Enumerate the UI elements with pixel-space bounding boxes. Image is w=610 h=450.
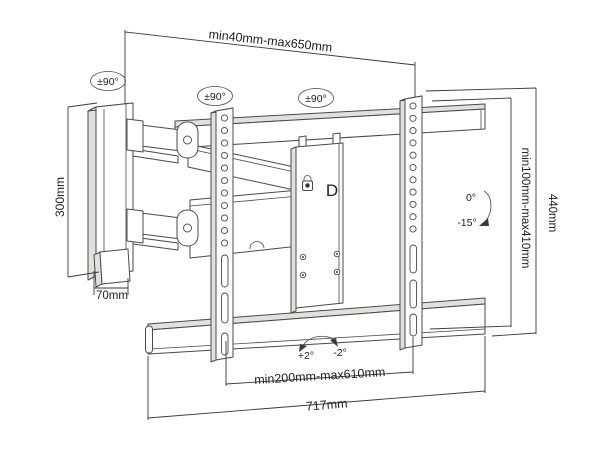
tilt-arrowhead xyxy=(479,218,489,226)
angle-symbols xyxy=(90,71,492,352)
right-rail-slots xyxy=(409,244,417,337)
label-bracket-height: 440mm xyxy=(546,194,558,232)
wall-plate-foot xyxy=(99,248,131,285)
label-vesa-height-range: min100mm-max410mm xyxy=(519,148,531,269)
lock-icon xyxy=(302,175,313,191)
wall-plate xyxy=(87,102,144,288)
brand-logo: D xyxy=(326,181,338,200)
bar-end-cap xyxy=(145,325,153,354)
label-vesa-width-range: min200mm-max610mm xyxy=(254,365,386,387)
level-arrowhead-right xyxy=(330,338,338,347)
label-wall-plate-depth: 70mm xyxy=(96,290,128,302)
center-tv-plate: D xyxy=(290,132,344,314)
label-tilt-down: -15° xyxy=(457,217,476,229)
dimension-lines xyxy=(67,30,537,420)
label-swivel-mid: ±90° xyxy=(204,91,226,103)
swivel-ellipse-mid xyxy=(197,86,233,106)
label-swivel-right: ±90° xyxy=(305,93,327,105)
label-level-plus: +2° xyxy=(298,350,314,362)
left-rail-slots xyxy=(221,254,229,356)
label-extension-range: min40mm-max650mm xyxy=(208,27,333,55)
label-total-width: 717mm xyxy=(305,396,348,413)
lower-hinge-tab xyxy=(126,208,144,244)
left-rail-holes xyxy=(220,114,229,247)
right-tv-rail xyxy=(399,95,423,351)
right-rail-holes xyxy=(409,102,417,233)
level-arrowhead-left xyxy=(299,344,307,352)
left-tv-rail xyxy=(210,107,234,363)
label-wall-plate-height: 300mm xyxy=(53,177,67,217)
tilt-arc xyxy=(483,190,492,223)
label-tilt-up: 0° xyxy=(466,192,476,204)
upper-hinge-tab xyxy=(126,118,144,153)
swivel-ellipse-right xyxy=(298,88,334,108)
label-level-minus: -2° xyxy=(333,347,347,359)
plate-screws xyxy=(299,250,341,279)
label-swivel-left: ±90° xyxy=(97,76,119,88)
swivel-ellipse-left xyxy=(90,71,126,91)
